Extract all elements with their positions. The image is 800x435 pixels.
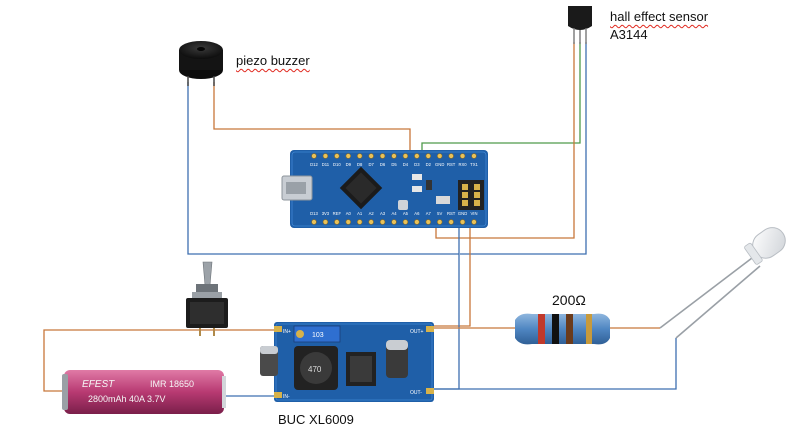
piezo-buzzer-label: piezo buzzer xyxy=(236,53,310,68)
nano-bottom-pin-label: 5V xyxy=(437,211,442,216)
nano-bottom-pin-label: REF xyxy=(333,211,342,216)
battery-brand-text: EFEST xyxy=(82,379,115,390)
nano-top-pin-label: D7 xyxy=(368,162,374,167)
nano-bottom-pin-label: A1 xyxy=(357,211,363,216)
nano-top-pin-hole xyxy=(414,153,420,159)
wire-battery-switch xyxy=(43,329,212,392)
nano-top-pin-label: D12 xyxy=(310,162,318,167)
nano-top-pin-hole xyxy=(402,153,409,159)
boost-trim-label: 103 xyxy=(312,332,324,339)
battery-18650 xyxy=(62,370,226,414)
hall-sensor-label-line2: A3144 xyxy=(610,27,648,42)
nano-bottom-pin-label: A6 xyxy=(414,211,420,216)
nano-bottom-pin-hole xyxy=(368,219,374,225)
wire-piezo-signal xyxy=(213,82,411,152)
nano-bottom-pin-hole xyxy=(459,219,466,225)
wire-piezo-ground xyxy=(187,82,459,255)
nano-bottom-pin-label: RST xyxy=(447,211,456,216)
wires xyxy=(43,42,677,397)
nano-bottom-pin-hole xyxy=(322,219,329,225)
boost-converter-board xyxy=(260,322,434,402)
nano-bottom-pin-hole xyxy=(425,219,431,225)
nano-top-pin-label: TX1 xyxy=(470,162,478,167)
nano-top-pin-label: RST xyxy=(447,162,456,167)
nano-bottom-pin-hole xyxy=(311,219,317,225)
nano-bottom-pin-hole xyxy=(402,219,409,225)
nano-bottom-pin-hole xyxy=(357,219,363,225)
wire-hall-signal xyxy=(421,42,581,154)
nano-top-pin-label: D8 xyxy=(357,162,363,167)
boost-in-minus: IN- xyxy=(283,394,290,400)
hall-sensor-label-line1: hall effect sensor xyxy=(610,9,709,24)
nano-top-pin-hole xyxy=(345,153,351,159)
boost-converter-label: BUC XL6009 xyxy=(278,412,354,427)
nano-top-pin-label: D11 xyxy=(322,162,330,167)
nano-bottom-pin-label: A0 xyxy=(346,211,352,216)
led-white xyxy=(659,227,786,339)
nano-top-pin-hole xyxy=(471,153,477,159)
wire-nano-vin xyxy=(432,222,471,327)
wire-nano-gnd xyxy=(432,222,460,390)
nano-bottom-pin-hole xyxy=(334,219,340,225)
nano-bottom-pin-label: 3V3 xyxy=(322,211,330,216)
boost-inductor-label: 470 xyxy=(308,365,322,374)
nano-bottom-pin-label: A3 xyxy=(380,211,386,216)
nano-top-pin-hole xyxy=(334,153,340,159)
nano-top-pin-hole xyxy=(368,153,374,159)
resistor-label: 200Ω xyxy=(552,292,586,308)
nano-bottom-pin-label: GND xyxy=(458,211,467,216)
nano-top-pin-label: D2 xyxy=(426,162,432,167)
nano-bottom-pin-hole xyxy=(448,219,454,225)
nano-bottom-pin-hole xyxy=(345,219,351,225)
hall-effect-sensor xyxy=(568,6,592,44)
nano-bottom-pin-label: D13 xyxy=(310,211,318,216)
nano-top-pin-hole xyxy=(437,153,443,159)
nano-top-pin-label: D9 xyxy=(346,162,352,167)
toggle-switch xyxy=(186,261,228,336)
nano-top-pin-label: D10 xyxy=(333,162,341,167)
resistor-200-ohm xyxy=(515,313,610,345)
battery-spec-text: 2800mAh 40A 3.7V xyxy=(88,394,166,404)
nano-bottom-pin-hole xyxy=(437,219,443,225)
nano-top-pin-label: D6 xyxy=(380,162,386,167)
nano-top-pin-label: D4 xyxy=(403,162,409,167)
nano-bottom-pin-label: VIN xyxy=(471,211,478,216)
nano-top-pin-hole xyxy=(357,153,363,159)
nano-top-pin-hole xyxy=(425,153,431,159)
piezo-buzzer xyxy=(179,41,223,86)
battery-model-text: IMR 18650 xyxy=(150,379,194,389)
nano-bottom-pin-hole xyxy=(391,219,397,225)
nano-bottom-pin-label: A4 xyxy=(391,211,397,216)
nano-bottom-pin-hole xyxy=(471,219,477,225)
boost-out-minus: OUT- xyxy=(410,390,422,396)
nano-top-pin-hole xyxy=(311,153,317,159)
nano-top-pin-hole xyxy=(391,153,397,159)
nano-bottom-pin-label: A7 xyxy=(426,211,432,216)
nano-bottom-pin-hole xyxy=(414,219,420,225)
nano-bottom-pin-hole xyxy=(379,219,386,225)
nano-top-pin-label: GND xyxy=(435,162,444,167)
nano-bottom-pin-label: A2 xyxy=(369,211,375,216)
nano-top-pin-label: RX0 xyxy=(458,162,467,167)
nano-top-pin-label: D5 xyxy=(391,162,397,167)
nano-top-pin-hole xyxy=(322,153,329,159)
wire-hall-vcc xyxy=(435,42,575,239)
wire-hall-ground xyxy=(460,42,587,255)
boost-in-plus: IN+ xyxy=(283,329,291,335)
wire-out-minus-led xyxy=(432,338,677,390)
nano-top-pin-hole xyxy=(379,153,386,159)
nano-top-pin-hole xyxy=(459,153,466,159)
nano-top-pin-label: D3 xyxy=(414,162,420,167)
nano-bottom-pin-label: A5 xyxy=(403,211,409,216)
nano-top-pin-hole xyxy=(448,153,454,159)
boost-out-plus: OUT+ xyxy=(410,329,424,335)
